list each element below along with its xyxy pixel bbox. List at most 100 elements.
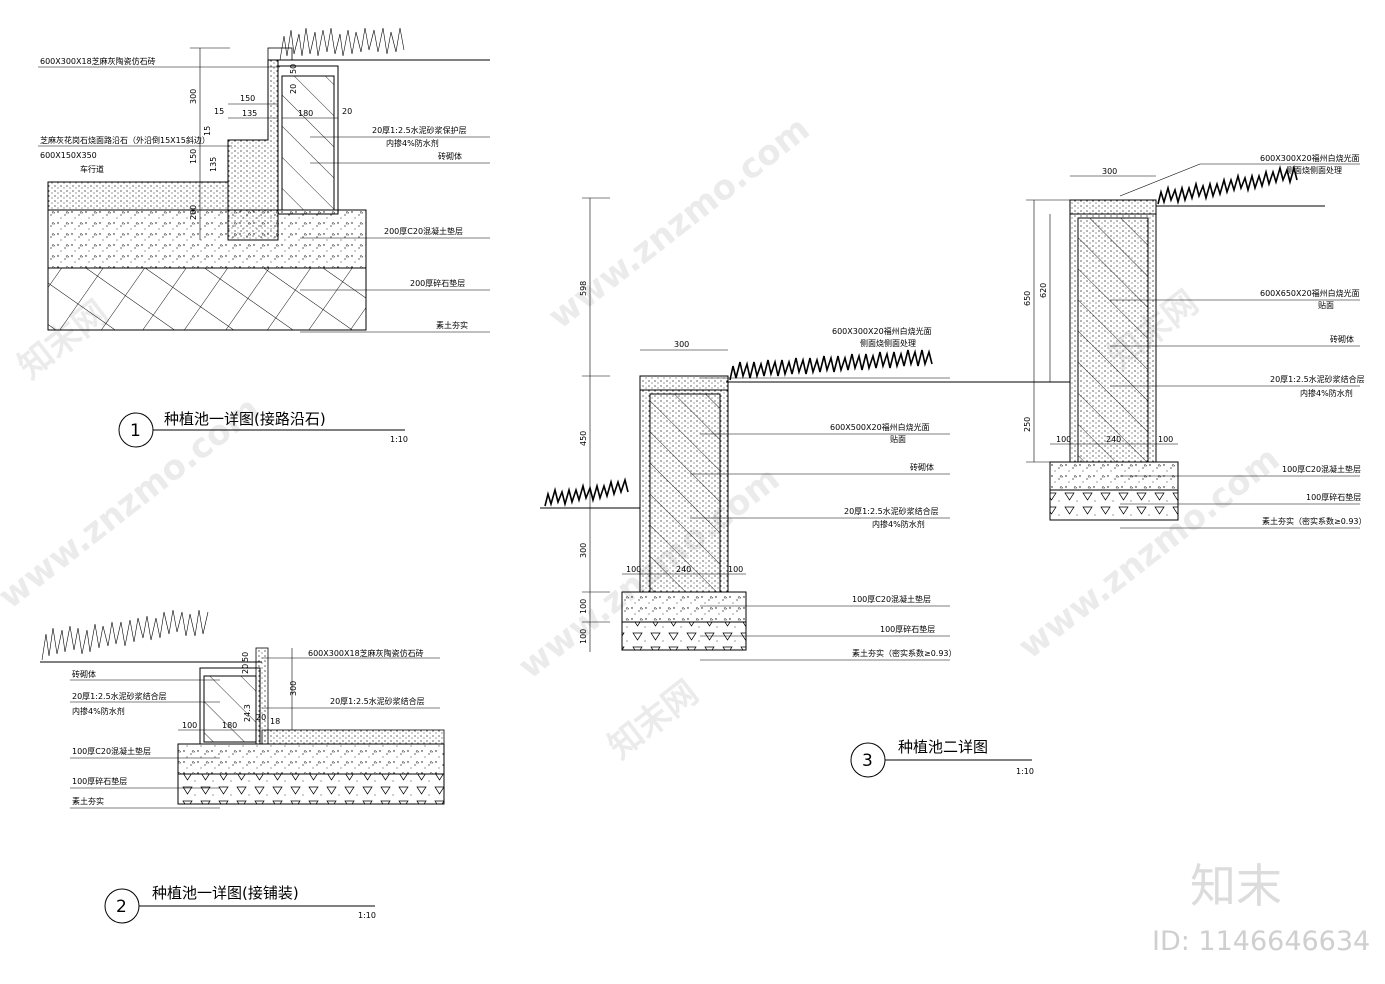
dim-15: 15 [214, 107, 224, 116]
dim3r-300: 300 [1102, 167, 1117, 176]
brick-wall-3a [649, 393, 721, 593]
dim3-100c: 100 [626, 565, 641, 574]
label3-facing: 600X500X20福州白烧光面 [830, 422, 930, 432]
dim-20: 20 [289, 84, 298, 94]
detail-2: 300 50 20 100 180 20 18 24.3 砖砌体 20厚1:2.… [40, 609, 445, 924]
brick-wall-3b [1077, 217, 1149, 463]
label2-waterproof: 内掺4%防水剂 [72, 706, 125, 716]
label-soil: 素土夯实 [436, 320, 468, 330]
dim3r-240: 240 [1106, 435, 1121, 444]
label2-gravel: 100厚碎石垫层 [72, 776, 127, 786]
brick-wall-2 [203, 675, 257, 743]
watermark-text-1: www.znzmo.com [541, 109, 817, 337]
gravel-layer [47, 267, 367, 331]
detail-number-1: 1 [130, 421, 141, 441]
label3-cap-side: 侧面烧侧面处理 [860, 338, 916, 348]
detail-scale-2: 1:10 [358, 911, 376, 920]
label3-brick: 砖砌体 [910, 462, 934, 472]
dim3-598: 598 [579, 281, 588, 296]
dim-150: 150 [189, 149, 198, 164]
label2-soil: 素土夯实 [72, 796, 104, 806]
label3r-facing: 600X650X20福州白烧光面 [1260, 288, 1360, 298]
gravel-layer-2 [177, 773, 445, 805]
concrete-layer [47, 209, 367, 269]
detail-title-1: 种植池一详图(接路沿石) [164, 410, 326, 428]
dim3r-100b: 100 [1158, 435, 1173, 444]
label2-mortar: 20厚1:2.5水泥砂浆结合层 [72, 691, 167, 701]
road-surface [47, 181, 229, 211]
watermark-cn-3: 知末网 [601, 673, 706, 767]
label3-facing-note: 贴面 [890, 434, 906, 444]
label-gravel: 200厚碎石垫层 [410, 278, 465, 288]
dim-50: 50 [289, 64, 298, 74]
label-concrete: 200厚C20混凝土垫层 [384, 226, 463, 236]
label-ceramic-tile: 600X300X18芝麻灰陶瓷仿石砖 [40, 56, 156, 66]
label3-waterproof: 内掺4%防水剂 [872, 519, 925, 529]
dim3-100d: 100 [728, 565, 743, 574]
dim2-24-3: 24.3 [243, 704, 252, 722]
dim-180: 180 [298, 109, 313, 118]
dim2-300: 300 [289, 681, 298, 696]
detail-title-3: 种植池二详图 [898, 738, 988, 756]
brand-logo-text: 知末 [1190, 859, 1282, 913]
dim3r-100a: 100 [1056, 435, 1071, 444]
dim-150-top: 150 [240, 94, 255, 103]
detail-title-2: 种植池一详图(接铺装) [152, 884, 299, 902]
dim2-18: 18 [270, 717, 280, 726]
label-curb-size: 600X150X350 [40, 151, 97, 160]
label3r-waterproof: 内掺4%防水剂 [1300, 388, 1353, 398]
label3r-cap: 600X300X20福州白烧光面 [1260, 153, 1360, 163]
detail-1: 300 150 200 15 135 150 15 135 180 20 50 … [38, 27, 490, 448]
detail-3: 598 450 300 100 100 300 100 240 100 600X… [540, 153, 1367, 778]
detail-number-2: 2 [116, 897, 127, 917]
dim-20-right: 20 [342, 107, 352, 116]
dim2-100: 100 [182, 721, 197, 730]
label3-mortar: 20厚1:2.5水泥砂浆结合层 [844, 506, 939, 516]
id-text: ID: 1146646634 [1152, 926, 1370, 957]
brick-wall [281, 75, 335, 211]
dim2-20: 20 [241, 664, 250, 674]
label3-cap: 600X300X20福州白烧光面 [832, 326, 932, 336]
dim3r-620: 620 [1039, 283, 1048, 298]
label2-concrete: 100厚C20混凝土垫层 [72, 746, 151, 756]
label3r-cap-side: 侧面烧侧面处理 [1286, 165, 1342, 175]
label-roadway: 车行道 [80, 164, 104, 174]
label3-soil: 素土夯实（密实系数≥0.93） [852, 648, 957, 658]
dim3r-250: 250 [1023, 417, 1032, 432]
label2-tile: 600X300X18芝麻灰陶瓷仿石砖 [308, 648, 424, 658]
label3-concrete: 100厚C20混凝土垫层 [852, 594, 931, 604]
label-brick: 砖砌体 [438, 151, 462, 161]
dim-135b: 135 [209, 157, 218, 172]
label3r-soil: 素土夯实（密实系数≥0.93） [1262, 516, 1367, 526]
label2-mortar-right: 20厚1:2.5水泥砂浆结合层 [330, 696, 425, 706]
dim2-20b: 20 [256, 713, 266, 722]
label-mortar: 20厚1:2.5水泥砂浆保护层 [372, 125, 467, 135]
dim-200: 200 [189, 205, 198, 220]
dim3-300: 300 [579, 543, 588, 558]
detail-scale-1: 1:10 [390, 435, 408, 444]
label3r-facing-note: 贴面 [1318, 300, 1334, 310]
dim-300: 300 [189, 89, 198, 104]
dim3-300-top: 300 [674, 340, 689, 349]
dim3-100b: 100 [579, 629, 588, 644]
concrete-layer-3a [621, 591, 747, 623]
dim-15b: 15 [203, 126, 212, 136]
label3-gravel: 100厚碎石垫层 [880, 624, 935, 634]
dim3-240: 240 [676, 565, 691, 574]
detail-scale-3: 1:10 [1016, 767, 1034, 776]
label-curb-stone: 芝麻灰花岗石烧面路沿石（外沿倒15X15斜边） [40, 135, 210, 145]
dim2-180: 180 [222, 721, 237, 730]
detail-number-3: 3 [862, 751, 873, 771]
label3r-brick: 砖砌体 [1330, 334, 1354, 344]
label2-brick: 砖砌体 [72, 669, 96, 679]
label3r-mortar: 20厚1:2.5水泥砂浆结合层 [1270, 374, 1365, 384]
dim-135: 135 [242, 109, 257, 118]
gravel-layer-3b [1049, 489, 1179, 521]
label3r-concrete: 100厚C20混凝土垫层 [1282, 464, 1361, 474]
label3r-gravel: 100厚碎石垫层 [1306, 492, 1361, 502]
label-waterproof: 内掺4%防水剂 [386, 138, 439, 148]
dim3r-650: 650 [1023, 291, 1032, 306]
dim3-450: 450 [579, 431, 588, 446]
